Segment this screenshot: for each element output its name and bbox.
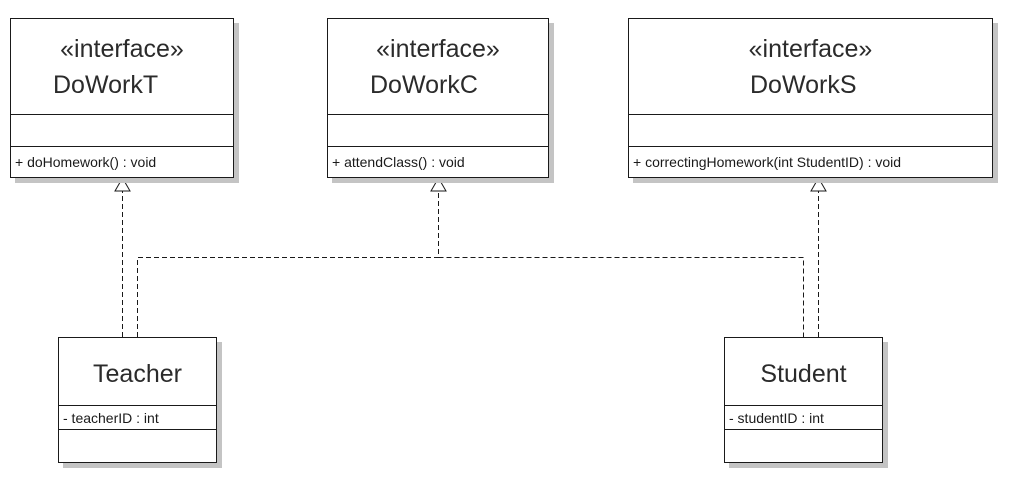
edge-teacher-doworkc <box>137 191 439 337</box>
realization-arrowhead-doworks <box>810 176 827 192</box>
class-header: Teacher <box>59 338 216 406</box>
operation-item: + correctingHomework(int StudentID) : vo… <box>633 154 902 170</box>
realization-arrowhead-doworkt <box>114 176 131 192</box>
interface-header: «interface» DoWorkS <box>629 19 992 115</box>
operations-compartment <box>725 430 882 462</box>
attributes-compartment <box>328 115 548 147</box>
stereotype-label: «interface» <box>60 35 184 63</box>
operation-item: + doHomework() : void <box>15 154 157 170</box>
realization-arrowhead-doworkc <box>430 176 447 192</box>
class-header: Student <box>725 338 882 406</box>
stereotype-label: «interface» <box>376 35 500 63</box>
interface-doworkt[interactable]: «interface» DoWorkT + doHomework() : voi… <box>10 18 234 178</box>
class-name: Teacher <box>93 360 182 388</box>
interface-name: DoWorkS <box>750 71 857 99</box>
interface-doworkc[interactable]: «interface» DoWorkC + attendClass() : vo… <box>327 18 549 178</box>
interface-name: DoWorkT <box>53 71 159 99</box>
interface-header: «interface» DoWorkC <box>328 19 548 115</box>
class-teacher[interactable]: Teacher - teacherID : int <box>58 337 217 463</box>
operations-compartment <box>59 430 216 462</box>
class-name: Student <box>760 360 847 388</box>
interface-doworks[interactable]: «interface» DoWorkS + correctingHomework… <box>628 18 993 178</box>
class-student[interactable]: Student - studentID : int <box>724 337 883 463</box>
operation-item: + attendClass() : void <box>332 154 465 170</box>
attributes-compartment <box>629 115 992 147</box>
attribute-item: - teacherID : int <box>59 406 216 430</box>
stereotype-label: «interface» <box>748 35 873 63</box>
attribute-item: - studentID : int <box>725 406 882 430</box>
interface-name: DoWorkC <box>370 71 478 99</box>
interface-header: «interface» DoWorkT <box>11 19 233 115</box>
attributes-compartment <box>11 115 233 147</box>
edge-student-doworkc <box>438 257 804 337</box>
